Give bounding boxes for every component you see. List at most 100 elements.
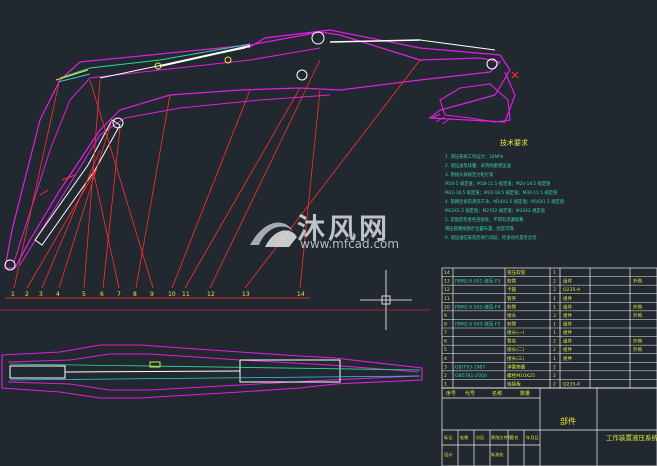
svg-text:设计: 设计: [444, 451, 452, 458]
bom-cell-name: 软管: [507, 278, 517, 285]
plan-cylinder-mid: [239, 359, 341, 383]
bom-cell-qty: 1: [553, 304, 556, 310]
watermark-logo-icon: [250, 222, 297, 247]
center-mark: [511, 71, 519, 79]
balloon-3: 3: [39, 291, 43, 298]
bom-cell-name: 接头(一): [507, 329, 525, 336]
bucket-outline: [439, 83, 511, 123]
bom-cell-material: Q235-A: [563, 382, 581, 388]
title-block-header: 序号 代号 名称 数量: [446, 390, 530, 397]
balloon-11: 11: [182, 291, 190, 298]
tech-requirement-line: M22-18.5 规定值；M24-18.5 规定值；M30-11.5 规定值: [445, 189, 558, 196]
bom-cell-no: 8: [444, 322, 447, 328]
bom-cell-code: GB5781-2000: [455, 373, 487, 379]
hose-red: [39, 174, 76, 196]
bom-cell-no: 7: [444, 330, 447, 336]
bom-cell-name: 接头(二): [507, 346, 525, 353]
bom-cell-no: 13: [444, 279, 450, 285]
hose-cyan: [57, 73, 91, 83]
tech-requirement-line: 4. 管路连接前清洗干净，M14X1.5 规定值；M16X1.5 规定值: [445, 198, 565, 205]
bom-cell-name: 软管: [507, 321, 517, 328]
balloon-7: 7: [117, 291, 121, 298]
bom-cell-name: 卡箍: [507, 286, 517, 293]
leader-lines: [5, 59, 421, 299]
bom-cell-no: 11: [444, 296, 450, 302]
bom-cell-no: 2: [444, 373, 447, 379]
bom-cell-name: 软管: [507, 303, 517, 310]
bucket-cylinder-body: [329, 39, 421, 43]
svg-text:更改文件号: 更改文件号: [491, 434, 512, 441]
title-block: [441, 387, 657, 466]
bom-cell-no: 5: [444, 347, 447, 353]
bom-cell-material: 组件: [563, 295, 573, 302]
tech-requirement-line: M22X1.5 规定值；M27X2 规定值；M33X2 规定值: [445, 207, 546, 214]
bom-cell-qty: 1: [553, 322, 556, 328]
watermark-brand: 沐风网: [297, 212, 391, 245]
bom-cell-code: PBM2.6.002-液压-F4: [455, 303, 501, 310]
boom-inner-line: [13, 47, 321, 263]
bom-cell-qty: 2: [553, 339, 556, 345]
link-pin: [154, 62, 162, 70]
plan-view-drawing: [0, 309, 430, 399]
bom-cell-qty: 1: [553, 296, 556, 302]
bom-cell-name: 接头(三): [507, 355, 525, 362]
bom-cell-material: 组件: [563, 329, 573, 336]
tech-requirement-line: 2. 液压油泵排量：采用抗磨液压油: [445, 162, 511, 169]
bom-cell-material: 组件: [563, 338, 573, 345]
tech-requirement-line: 1. 液压系统工作压力：32MPa: [445, 153, 504, 160]
bom-cell-name: 螺栓M10X25: [507, 372, 535, 379]
svg-text:标记: 标记: [444, 434, 453, 441]
bom-cell-qty: 3: [553, 313, 556, 319]
bom-cell-no: 9: [444, 313, 447, 319]
bom-cell-material: 组件: [563, 303, 573, 310]
bom-cell-material: 组件: [563, 278, 573, 285]
cad-crosshair-cursor: [360, 270, 412, 330]
svg-text:代号: 代号: [465, 390, 475, 397]
bom-cell-note: 外购: [633, 346, 643, 353]
bom-cell-name: 弹簧垫圈: [507, 363, 526, 370]
tech-requirement-line: 6. 液压油缸安装后进行试验，检查动作是否灵活: [445, 234, 537, 241]
hose-green: [59, 43, 251, 79]
bom-cell-qty: 2: [553, 382, 556, 388]
tech-requirements-title: 技术要求: [500, 138, 528, 147]
arm-pin: [296, 69, 308, 81]
bom-cell-qty: 2: [553, 364, 556, 370]
bom-cell-note: 外购: [633, 278, 643, 285]
tech-requirement-line: 3. 管接头按规定力矩拧紧: [445, 171, 494, 178]
bom-cell-qty: 1: [553, 270, 556, 276]
bom-cell-qty: 2: [553, 279, 556, 285]
balloon-8: 8: [133, 291, 137, 298]
bom-cell-note: 外购: [633, 303, 643, 310]
balloon-13: 13: [242, 291, 250, 298]
balloon-4: 4: [56, 291, 60, 298]
bom-cell-note: 外购: [633, 312, 643, 319]
bom-cell-name: 管夹: [507, 295, 517, 302]
balloon-1: 1: [11, 291, 15, 298]
svg-text:名称: 名称: [492, 390, 502, 397]
watermark-url: www.mfcad.com: [300, 237, 400, 251]
bucket-cylinder-rod: [419, 39, 496, 51]
plan-pin-yellow: [149, 361, 161, 368]
tech-requirement-line: 5. 装配后检查各连接处，不得有渗漏现象: [445, 216, 524, 223]
bom-cell-material: 组件: [563, 312, 573, 319]
bom-cell-name: 管夹: [507, 338, 517, 345]
bom-cell-no: 4: [444, 356, 447, 362]
title-block-row1: 标记 处数 分区 更改文件号 签名 年月日 设计 标准化: [444, 434, 539, 458]
boom-root-pin: [4, 259, 16, 271]
balloon-5: 5: [82, 291, 86, 298]
svg-text:分区: 分区: [476, 434, 484, 441]
bom-cell-qty: 1: [553, 356, 556, 362]
balloon-9: 9: [150, 291, 154, 298]
svg-text:标准化: 标准化: [491, 451, 504, 458]
bom-cell-material: Q235-A: [563, 287, 581, 293]
plan-rod: [64, 370, 241, 373]
bom-cell-code: GB/T93-1987: [455, 364, 485, 370]
bom-cell-name: 接头: [507, 312, 517, 319]
boom-pin-2: [112, 117, 124, 129]
bom-cell-name: 液压软管: [507, 269, 526, 276]
svg-text:数量: 数量: [520, 390, 530, 397]
tech-requirement-line: 液压管路按图示位置布置，固定可靠: [445, 225, 514, 232]
hose-yellow: [55, 69, 89, 81]
